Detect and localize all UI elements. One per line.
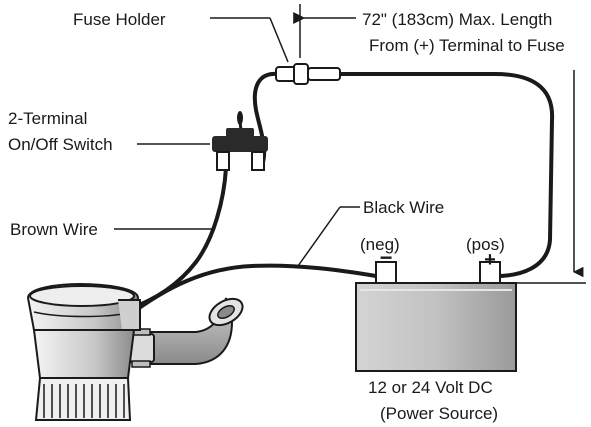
brown-wire-label: Brown Wire	[10, 220, 98, 239]
fuse-holder-leader-diagonal	[269, 17, 289, 63]
battery	[355, 261, 517, 372]
black-wire-label: Black Wire	[363, 198, 444, 217]
pos-symbol: +	[484, 249, 496, 271]
switch-label-line1: 2-Terminal	[8, 109, 87, 128]
neg-symbol: −	[380, 245, 393, 270]
max-length-label-line2: From (+) Terminal to Fuse	[369, 36, 565, 55]
black-wire-leader-diagonal	[297, 206, 341, 267]
switch-label-line2: On/Off Switch	[8, 135, 113, 154]
neg-label: (neg)	[360, 235, 400, 254]
fuse-holder-label: Fuse Holder	[73, 10, 166, 29]
fuse-holder	[275, 63, 341, 85]
pos-label: (pos)	[466, 235, 505, 254]
battery-label-line2: (Power Source)	[380, 404, 498, 423]
black-wire	[126, 263, 378, 318]
positive-wire	[338, 72, 555, 278]
on-off-switch	[212, 111, 268, 171]
brown-wire	[124, 166, 228, 312]
bilge-pump	[26, 282, 141, 421]
battery-label-line1: 12 or 24 Volt DC	[368, 378, 493, 397]
max-length-label-line1: 72" (183cm) Max. Length	[362, 10, 552, 29]
